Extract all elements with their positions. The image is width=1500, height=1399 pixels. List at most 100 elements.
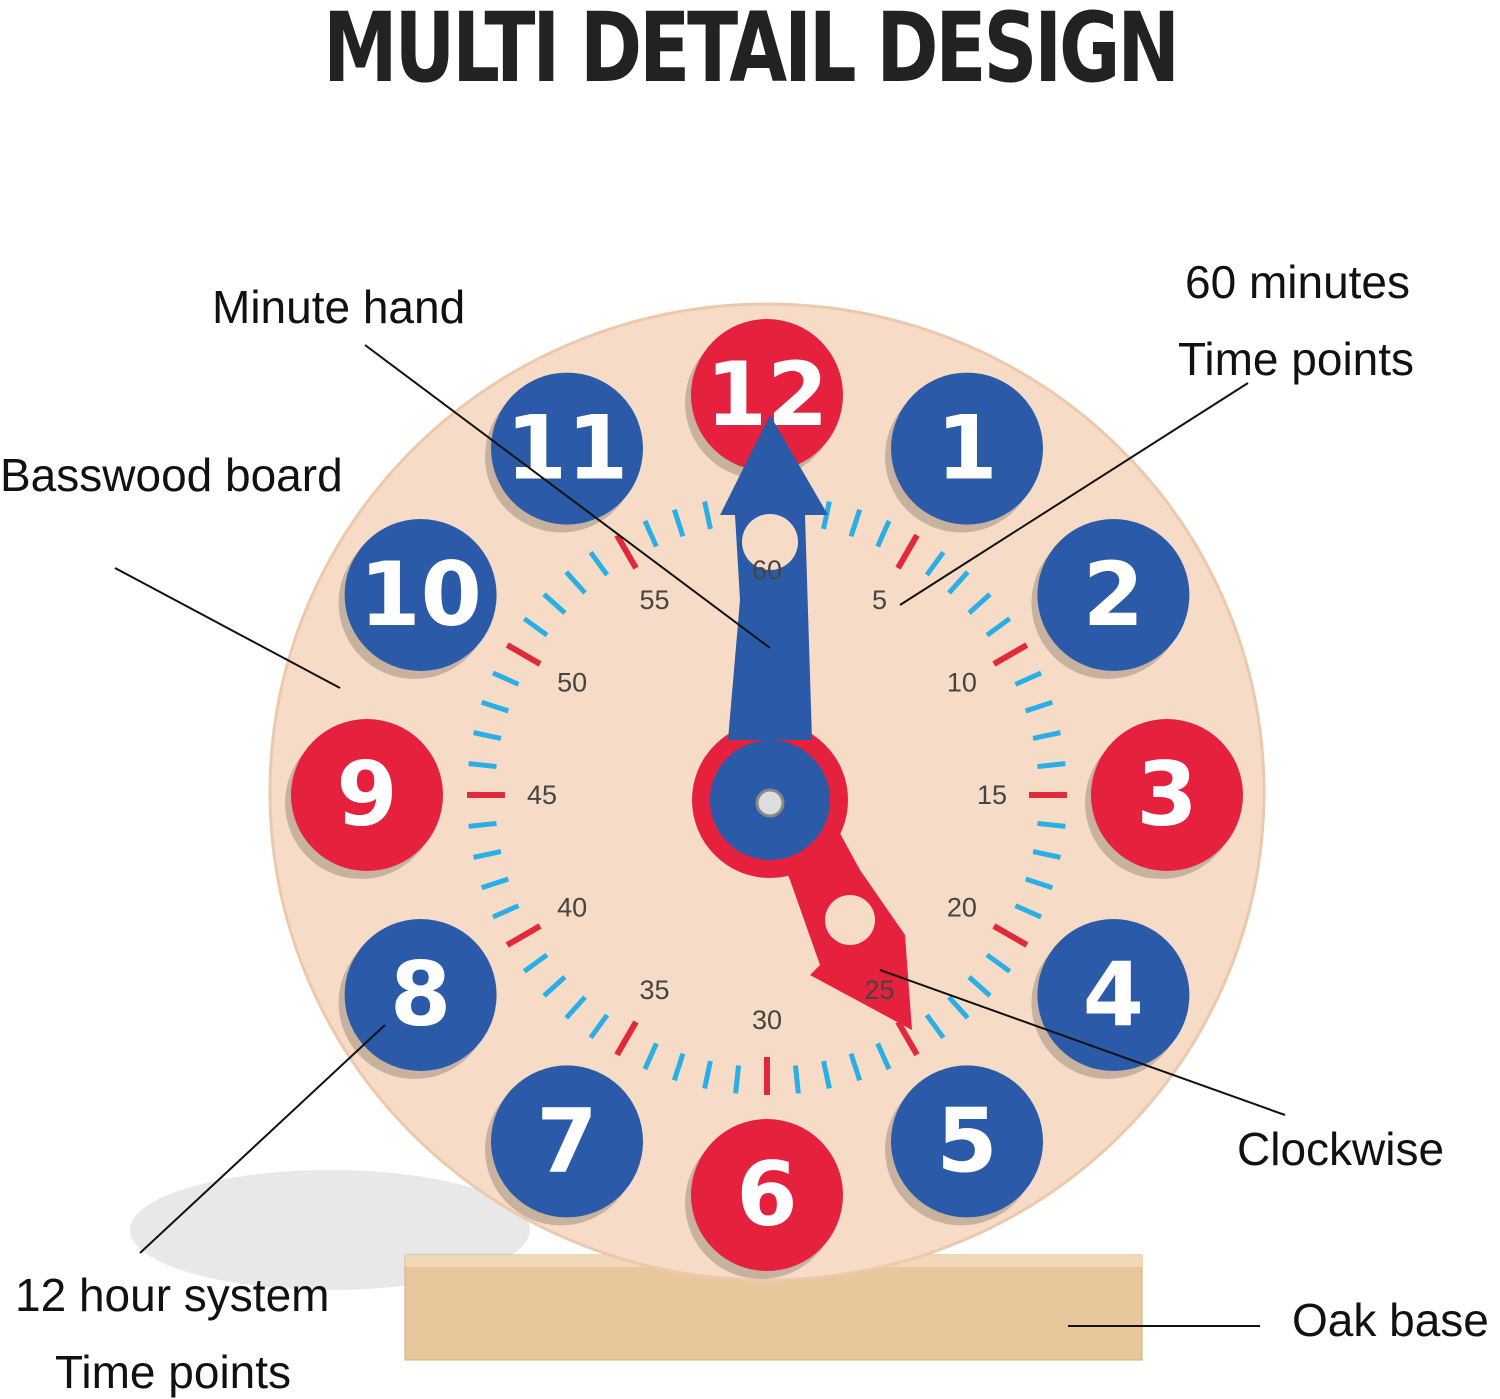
minute-label: 50 [557,668,587,698]
minute-tick [1014,903,1043,920]
hour-disc-5: 5 [885,1065,1043,1226]
minute-tick [924,550,946,577]
hour-disc-2: 2 [1031,519,1190,679]
minute-label: 15 [977,780,1007,810]
minute-tick [1024,876,1054,891]
hour-number: 11 [506,397,628,500]
hour-disc-3: 3 [1085,719,1243,879]
minute-tick [848,1052,863,1082]
minute-tick [491,670,520,687]
minute-tick [671,508,686,538]
minute-tick [1032,730,1061,741]
minute-tick [895,533,920,570]
minute-tick [614,1020,639,1057]
label-basswood-board: Basswood board [0,449,343,501]
minute-tick [564,995,587,1020]
minute-hand-callout-line [364,344,771,649]
minute-tick [614,533,639,570]
minute-tick [588,1013,610,1040]
minute-label: 5 [872,585,887,615]
label-minute-hand: Minute hand [212,281,466,333]
minute-tick [967,975,992,998]
minute-tick [480,699,510,714]
hour-number: 4 [1083,943,1144,1046]
minute-tick [895,1020,920,1057]
minute-tick [875,1042,892,1071]
hour-number: 3 [1136,743,1197,846]
label-clockwise: Clockwise [1237,1123,1445,1175]
hour-disc-10: 10 [338,519,497,679]
hour-disc-6: 6 [685,1119,843,1279]
hour-number: 8 [390,943,451,1046]
minute-tick [924,1013,946,1040]
minute-label: 45 [527,780,557,810]
minute-label: 20 [947,893,977,923]
hour-disc-9: 9 [285,719,443,879]
hour-number: 5 [936,1089,997,1192]
minute-tick [522,952,549,974]
minute-tick [821,501,832,530]
hour-disc-11: 11 [485,372,643,533]
minute-tick [505,642,542,667]
minute-tick [947,570,970,595]
minute-tick [473,849,502,860]
minute-label: 55 [639,585,669,615]
minute-tick [564,570,587,595]
minute-tick [542,592,567,615]
minute-tick [1032,849,1061,860]
minute-label: 60 [752,555,782,585]
label-oak-base: Oak base [1292,1294,1489,1346]
minute-tick [588,550,610,577]
minute-tick [473,730,502,741]
minute-tick [522,616,549,638]
minute-tick [480,876,510,891]
minute-labels: 60 5 10 15 20 25 30 35 40 45 50 55 [527,555,1007,1035]
minute-tick [733,1065,742,1094]
label-12-hour-system: 12 hour system [15,1269,330,1321]
minute-label: 35 [639,975,669,1005]
minute-tick [671,1052,686,1082]
clockwise-callout-line [879,969,1286,1116]
hour-system-callout-line [139,1024,386,1254]
minute-tick [468,761,497,770]
minute-tick [821,1060,832,1089]
minute-tick [505,923,542,948]
minute-label: 10 [947,668,977,698]
label-time-points: Time points [1178,333,1415,385]
hour-disc-4: 4 [1031,919,1190,1079]
hour-number: 2 [1083,543,1144,646]
minute-hand [710,415,830,860]
minute-tick [702,1060,713,1089]
minute-label: 25 [864,975,894,1005]
minute-tick [491,903,520,920]
page-title: MULTI DETAIL DESIGN [323,0,1180,104]
hour-disc-7: 7 [485,1065,643,1226]
hour-number: 7 [536,1089,597,1192]
hour-number: 6 [736,1143,797,1246]
label-60-minutes: 60 minutes [1185,256,1411,308]
minute-tick [992,642,1029,667]
minute-tick [792,1065,801,1094]
hour-disc-1: 1 [885,372,1043,533]
label-hour-time-points: Time points [55,1346,292,1398]
minute-tick [1024,699,1054,714]
hour-disc-8: 8 [338,919,497,1079]
hour-number: 9 [336,743,397,846]
minute-tick [1014,670,1043,687]
minute-label: 40 [557,893,587,923]
minute-tick [642,1042,659,1071]
minute-tick [848,508,863,538]
hour-disc-12: 12 [685,319,843,479]
callout-lines [114,344,1286,1327]
minute-label: 30 [752,1005,782,1035]
minute-tick [967,592,992,615]
basswood-callout-line [114,567,341,689]
minute-tick [468,820,497,829]
minute-tick [992,923,1029,948]
hour-number: 10 [359,543,481,646]
minute-tick [875,519,892,548]
hour-number: 1 [936,397,997,500]
